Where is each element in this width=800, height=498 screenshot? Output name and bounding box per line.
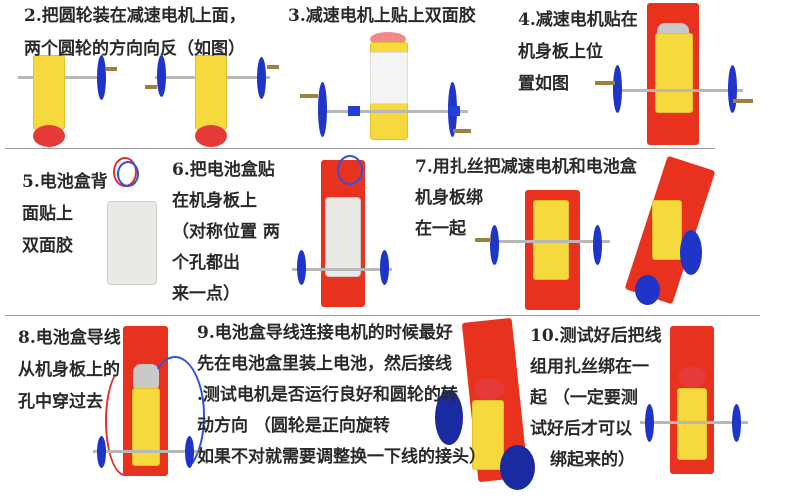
step-7-photo-left	[475, 190, 615, 310]
step-5-line-1: 5.电池盒背	[22, 172, 108, 192]
step-10-photo	[640, 326, 750, 476]
step-6-line-3: （对称位置 两	[172, 222, 280, 242]
step-9-photo	[430, 317, 540, 490]
step-3-photo	[298, 32, 483, 144]
step-7-line-1: 7.用扎丝把减速电机和电池盒	[415, 157, 637, 177]
step-10-line-3: 起 （一定要测	[530, 388, 638, 408]
step-3-line-1: 3.减速电机上贴上双面胶	[288, 6, 476, 26]
step-6-text: 6.把电池盒贴 在机身板上 （对称位置 两 个孔都出 来一点）	[172, 160, 280, 304]
step-5-line-3: 双面胶	[22, 236, 73, 256]
step-9-line-5: 如果不对就需要调整换一下线的接头）	[197, 447, 486, 467]
step-7-text: 7.用扎丝把减速电机和电池盒 机身板绑 在一起	[415, 157, 637, 239]
step-8-line-1: 8.电池盒导线	[18, 328, 121, 348]
step-10-line-1: 10.测试好后把线	[530, 326, 662, 346]
step-10-line-5: 绑起来的）	[550, 450, 635, 470]
step-6-line-4: 个孔都出	[172, 253, 240, 273]
step-4-line-2: 机身板上位	[518, 42, 603, 62]
step-6-line-5: 来一点）	[172, 284, 240, 304]
step-2-text: 2.把圆轮装在减速电机上面， 两个圆轮的方向向反（如图）	[24, 6, 246, 59]
step-8-line-3: 孔中穿过去	[18, 392, 103, 412]
step-2-line-1: 2.把圆轮装在减速电机上面，	[24, 6, 246, 26]
step-3-text: 3.减速电机上贴上双面胶	[288, 6, 476, 26]
step-2-photo-left	[15, 55, 125, 150]
step-8-line-2: 从机身板上的	[18, 360, 120, 380]
step-7-line-2: 机身板绑	[415, 188, 483, 208]
step-4-line-1: 4.减速电机贴在	[518, 10, 638, 30]
step-10-line-4: 试好后才可以	[530, 419, 632, 439]
step-7-line-3: 在一起	[415, 219, 466, 239]
step-5-text: 5.电池盒背 面贴上 双面胶	[22, 172, 108, 256]
wheel-icon	[97, 55, 106, 100]
divider-row-1	[5, 148, 715, 149]
step-6-line-2: 在机身板上	[172, 191, 257, 211]
step-4-photo	[595, 3, 755, 145]
step-9-line-4: 动方向 （圆轮是正向旋转	[197, 416, 390, 436]
step-9-text: 9.电池盒导线连接电机的时候最好 先在电池盒里装上电池，然后接线 .测试电机是否…	[197, 323, 486, 467]
step-10-line-2: 组用扎丝绑在一	[530, 357, 649, 377]
step-4-line-3: 置如图	[518, 74, 569, 94]
divider-row-2	[5, 315, 760, 316]
step-8-photo	[85, 326, 210, 476]
step-8-text: 8.电池盒导线 从机身板上的 孔中穿过去	[18, 328, 121, 412]
step-5-line-2: 面贴上	[22, 204, 73, 224]
step-2-line-2: 两个圆轮的方向向反（如图）	[24, 39, 245, 59]
step-6-photo	[287, 155, 397, 307]
step-6-line-1: 6.把电池盒贴	[172, 160, 275, 180]
step-2-photo-right	[145, 55, 280, 150]
step-9-line-2: 先在电池盒里装上电池，然后接线	[197, 354, 452, 374]
step-7-photo-right	[624, 155, 750, 310]
step-4-text: 4.减速电机贴在 机身板上位 置如图	[518, 10, 638, 94]
step-9-line-1: 9.电池盒导线连接电机的时候最好	[197, 323, 453, 343]
step-10-text: 10.测试好后把线 组用扎丝绑在一 起 （一定要测 试好后才可以 绑起来的）	[530, 326, 662, 470]
step-5-photo	[105, 155, 160, 285]
step-9-line-3: .测试电机是否运行良好和圆轮的转	[197, 385, 458, 405]
